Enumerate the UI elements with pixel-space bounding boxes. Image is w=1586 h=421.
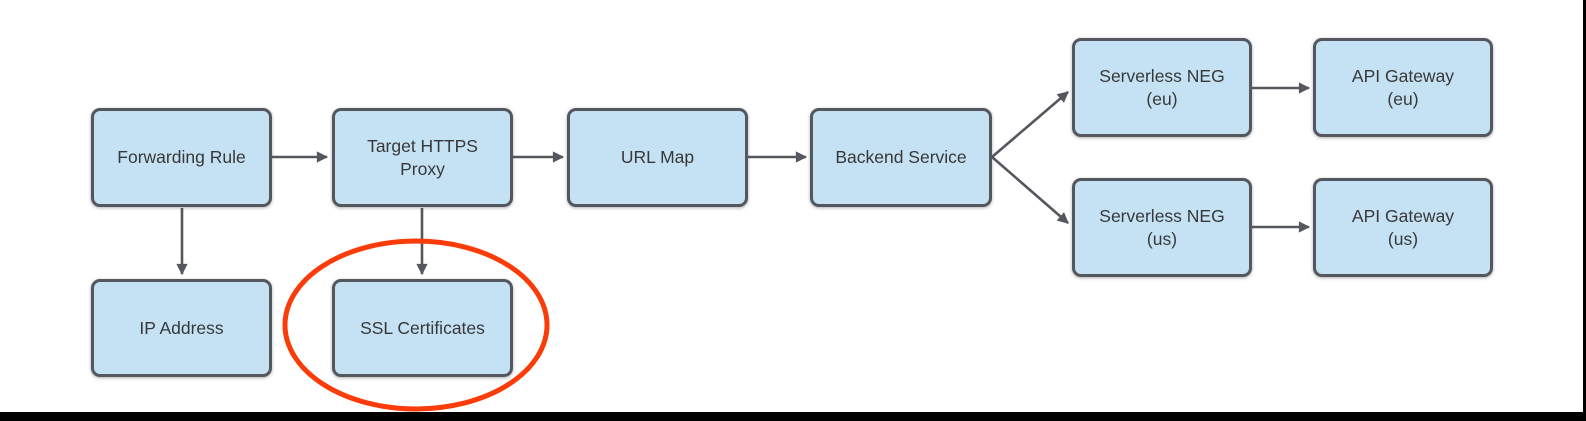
node-label: SSL Certificates bbox=[360, 317, 485, 338]
node-label: API Gateway (eu) bbox=[1351, 65, 1455, 109]
node-serverless-neg-eu: Serverless NEG (eu) bbox=[1072, 38, 1252, 137]
right-frame-bar bbox=[1583, 0, 1586, 421]
node-ssl-certificates: SSL Certificates bbox=[332, 279, 513, 377]
node-label: API Gateway (us) bbox=[1351, 205, 1455, 249]
node-serverless-neg-us: Serverless NEG (us) bbox=[1072, 178, 1252, 277]
bottom-frame-bar bbox=[0, 412, 1586, 421]
node-label: URL Map bbox=[620, 147, 695, 168]
node-target-https-proxy: Target HTTPS Proxy bbox=[332, 108, 513, 207]
node-ip-address: IP Address bbox=[91, 279, 272, 377]
node-label: Backend Service bbox=[835, 147, 967, 168]
node-label: Serverless NEG (eu) bbox=[1099, 65, 1225, 109]
edge-backend-service-to-serverless-neg-eu bbox=[991, 91, 1069, 158]
node-label: Target HTTPS Proxy bbox=[367, 135, 478, 179]
node-label: Forwarding Rule bbox=[117, 147, 246, 168]
node-api-gateway-eu: API Gateway (eu) bbox=[1313, 38, 1493, 137]
edge-backend-service-to-serverless-neg-us bbox=[991, 156, 1069, 224]
node-url-map: URL Map bbox=[567, 108, 748, 207]
node-forwarding-rule: Forwarding Rule bbox=[91, 108, 272, 207]
node-backend-service: Backend Service bbox=[810, 108, 992, 207]
node-label: IP Address bbox=[139, 317, 224, 338]
node-api-gateway-us: API Gateway (us) bbox=[1313, 178, 1493, 277]
node-label: Serverless NEG (us) bbox=[1099, 205, 1225, 249]
